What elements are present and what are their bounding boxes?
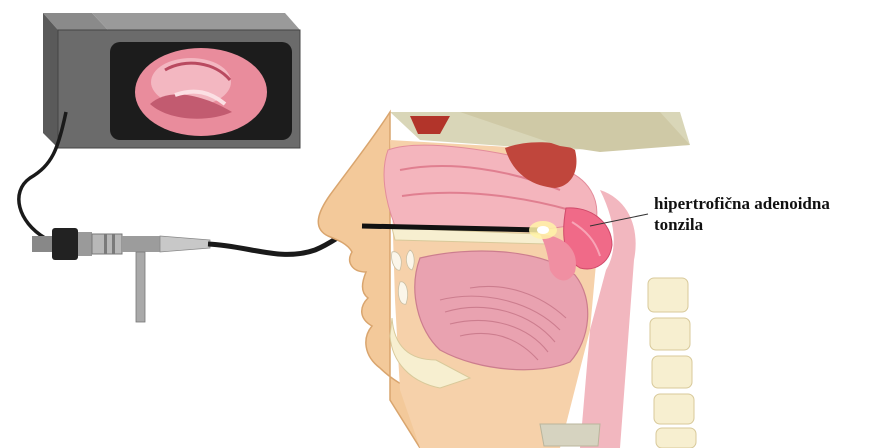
endoscope-icon xyxy=(32,228,210,322)
monitor-icon xyxy=(43,13,300,148)
annotation-line-2: tonzila xyxy=(654,214,830,235)
adenoid-annotation: hipertrofična adenoidna tonzila xyxy=(654,193,830,235)
head-cross-section xyxy=(318,112,696,448)
cervical-vertebrae xyxy=(648,278,696,448)
light-glow-icon xyxy=(529,221,557,239)
annotation-line-1: hipertrofična adenoidna xyxy=(654,193,830,214)
